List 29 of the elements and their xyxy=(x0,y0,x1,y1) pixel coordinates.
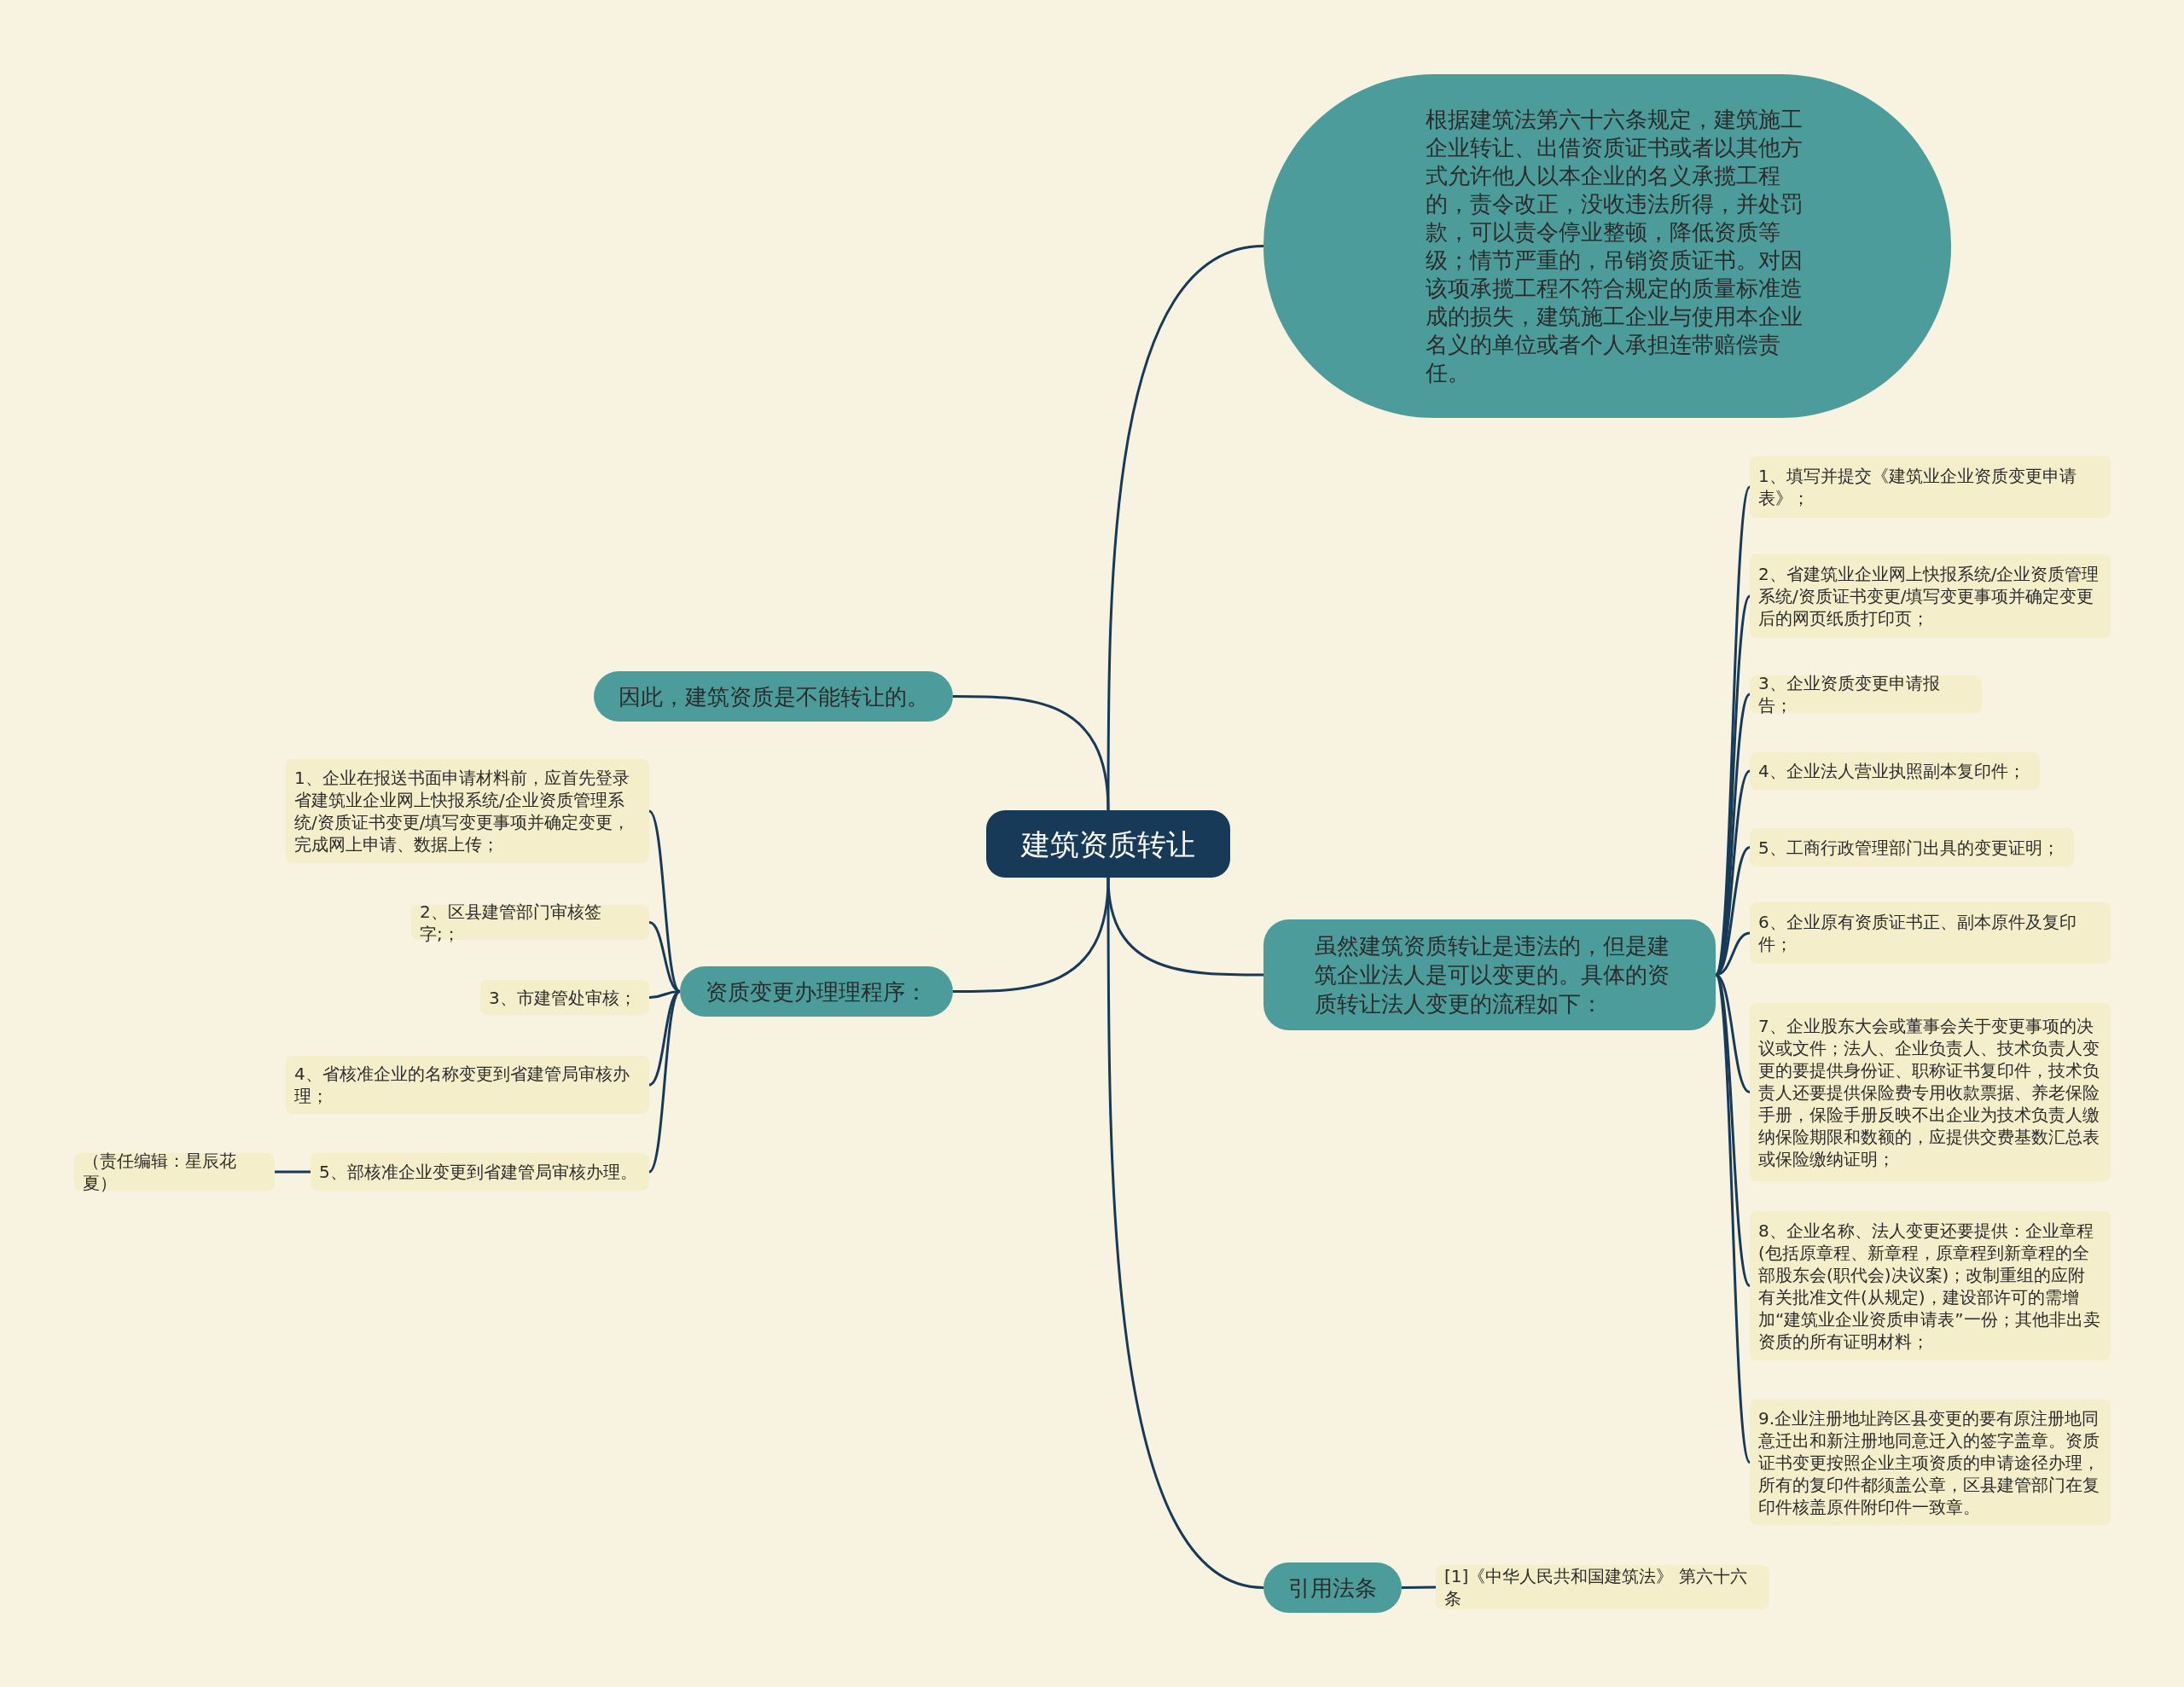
branch-box: 虽然建筑资质转让是违法的，但是建筑企业法人是可以变更的。具体的资质转让法人变更的流程如下： xyxy=(1263,919,1716,1030)
item-box: 4、企业法人营业执照副本复印件； xyxy=(1750,752,2040,790)
connector-line xyxy=(275,1170,311,1174)
branch-box: 因此，建筑资质是不能转让的。 xyxy=(594,671,953,722)
step-box: 4、省核准企业的名称变更到省建管局审核办理； xyxy=(286,1056,649,1114)
item-box: 3、企业资质变更申请报告； xyxy=(1750,675,1982,713)
connector-line xyxy=(648,921,681,993)
item-box: 9.企业注册地址跨区县变更的要有原注册地同意迁出和新注册地同意迁入的签字盖章。资质证书变更按照企业主项资质的申请途径办理，所有的复印件都须盖公章，区县建管部门在复印件核盖原件附印件一致章。 xyxy=(1750,1400,2111,1525)
connector-line xyxy=(1107,878,1264,1589)
citation-box: [1]《中华人民共和国建筑法》 第六十六条 xyxy=(1436,1565,1769,1609)
item-box: 1、填写并提交《建筑业企业资质变更申请表》； xyxy=(1750,456,2111,518)
item-box: 2、省建筑业企业网上快报系统/企业资质管理系统/资质证书变更/填写变更事项并确定变更后的网页纸质打印页； xyxy=(1750,554,2111,638)
step-box: 1、企业在报送书面申请材料前，应首先登录省建筑业企业网上快报系统/企业资质管理系统/资质证书变更/填写变更事项并确定变更，完成网上申请、数据上传； xyxy=(286,759,649,863)
item-box: 6、企业原有资质证书正、副本原件及复印件； xyxy=(1750,902,2111,964)
connector-line xyxy=(1714,974,1751,1464)
step-box: 5、部核准企业变更到省建管局审核办理。 xyxy=(311,1153,649,1191)
branch-box: 资质变更办理理程序： xyxy=(680,966,953,1017)
topic-box: 建筑资质转让 xyxy=(986,810,1230,878)
connector-line xyxy=(953,695,1110,811)
step-box: 3、市建管处审核； xyxy=(480,980,649,1015)
connector-line xyxy=(648,990,682,1174)
branch-box: 引用法条 xyxy=(1263,1562,1402,1613)
item-box: 7、企业股东大会或董事会关于变更事项的决议或文件；法人、企业负责人、技术负责人变更的要提供身份证、职称证书复印件，技术负责人还要提供保险费专用收款票据、养老保险手册，保险手册反映不出企业为技术负责人缴纳保险期限和数额的，应提供交费基数汇总表或保险缴纳证明； xyxy=(1750,1003,2111,1181)
connector-line xyxy=(953,877,1110,993)
connector-line xyxy=(1401,1586,1437,1589)
item-box: 5、工商行政管理部门出具的变更证明； xyxy=(1750,828,2074,867)
note-box: （责任编辑：星辰花夏） xyxy=(74,1153,275,1191)
connector-line xyxy=(648,809,682,993)
item-box: 8、企业名称、法人变更还要提供：企业章程(包括原章程、新章程，原章程到新章程的全部股东会(职代会)决议案)；改制重组的应附有关批准文件(从规定)，建设部许可的需增加“建筑业企业资质申请表”一份；其他非出卖资质的所有证明材料； xyxy=(1750,1211,2111,1360)
